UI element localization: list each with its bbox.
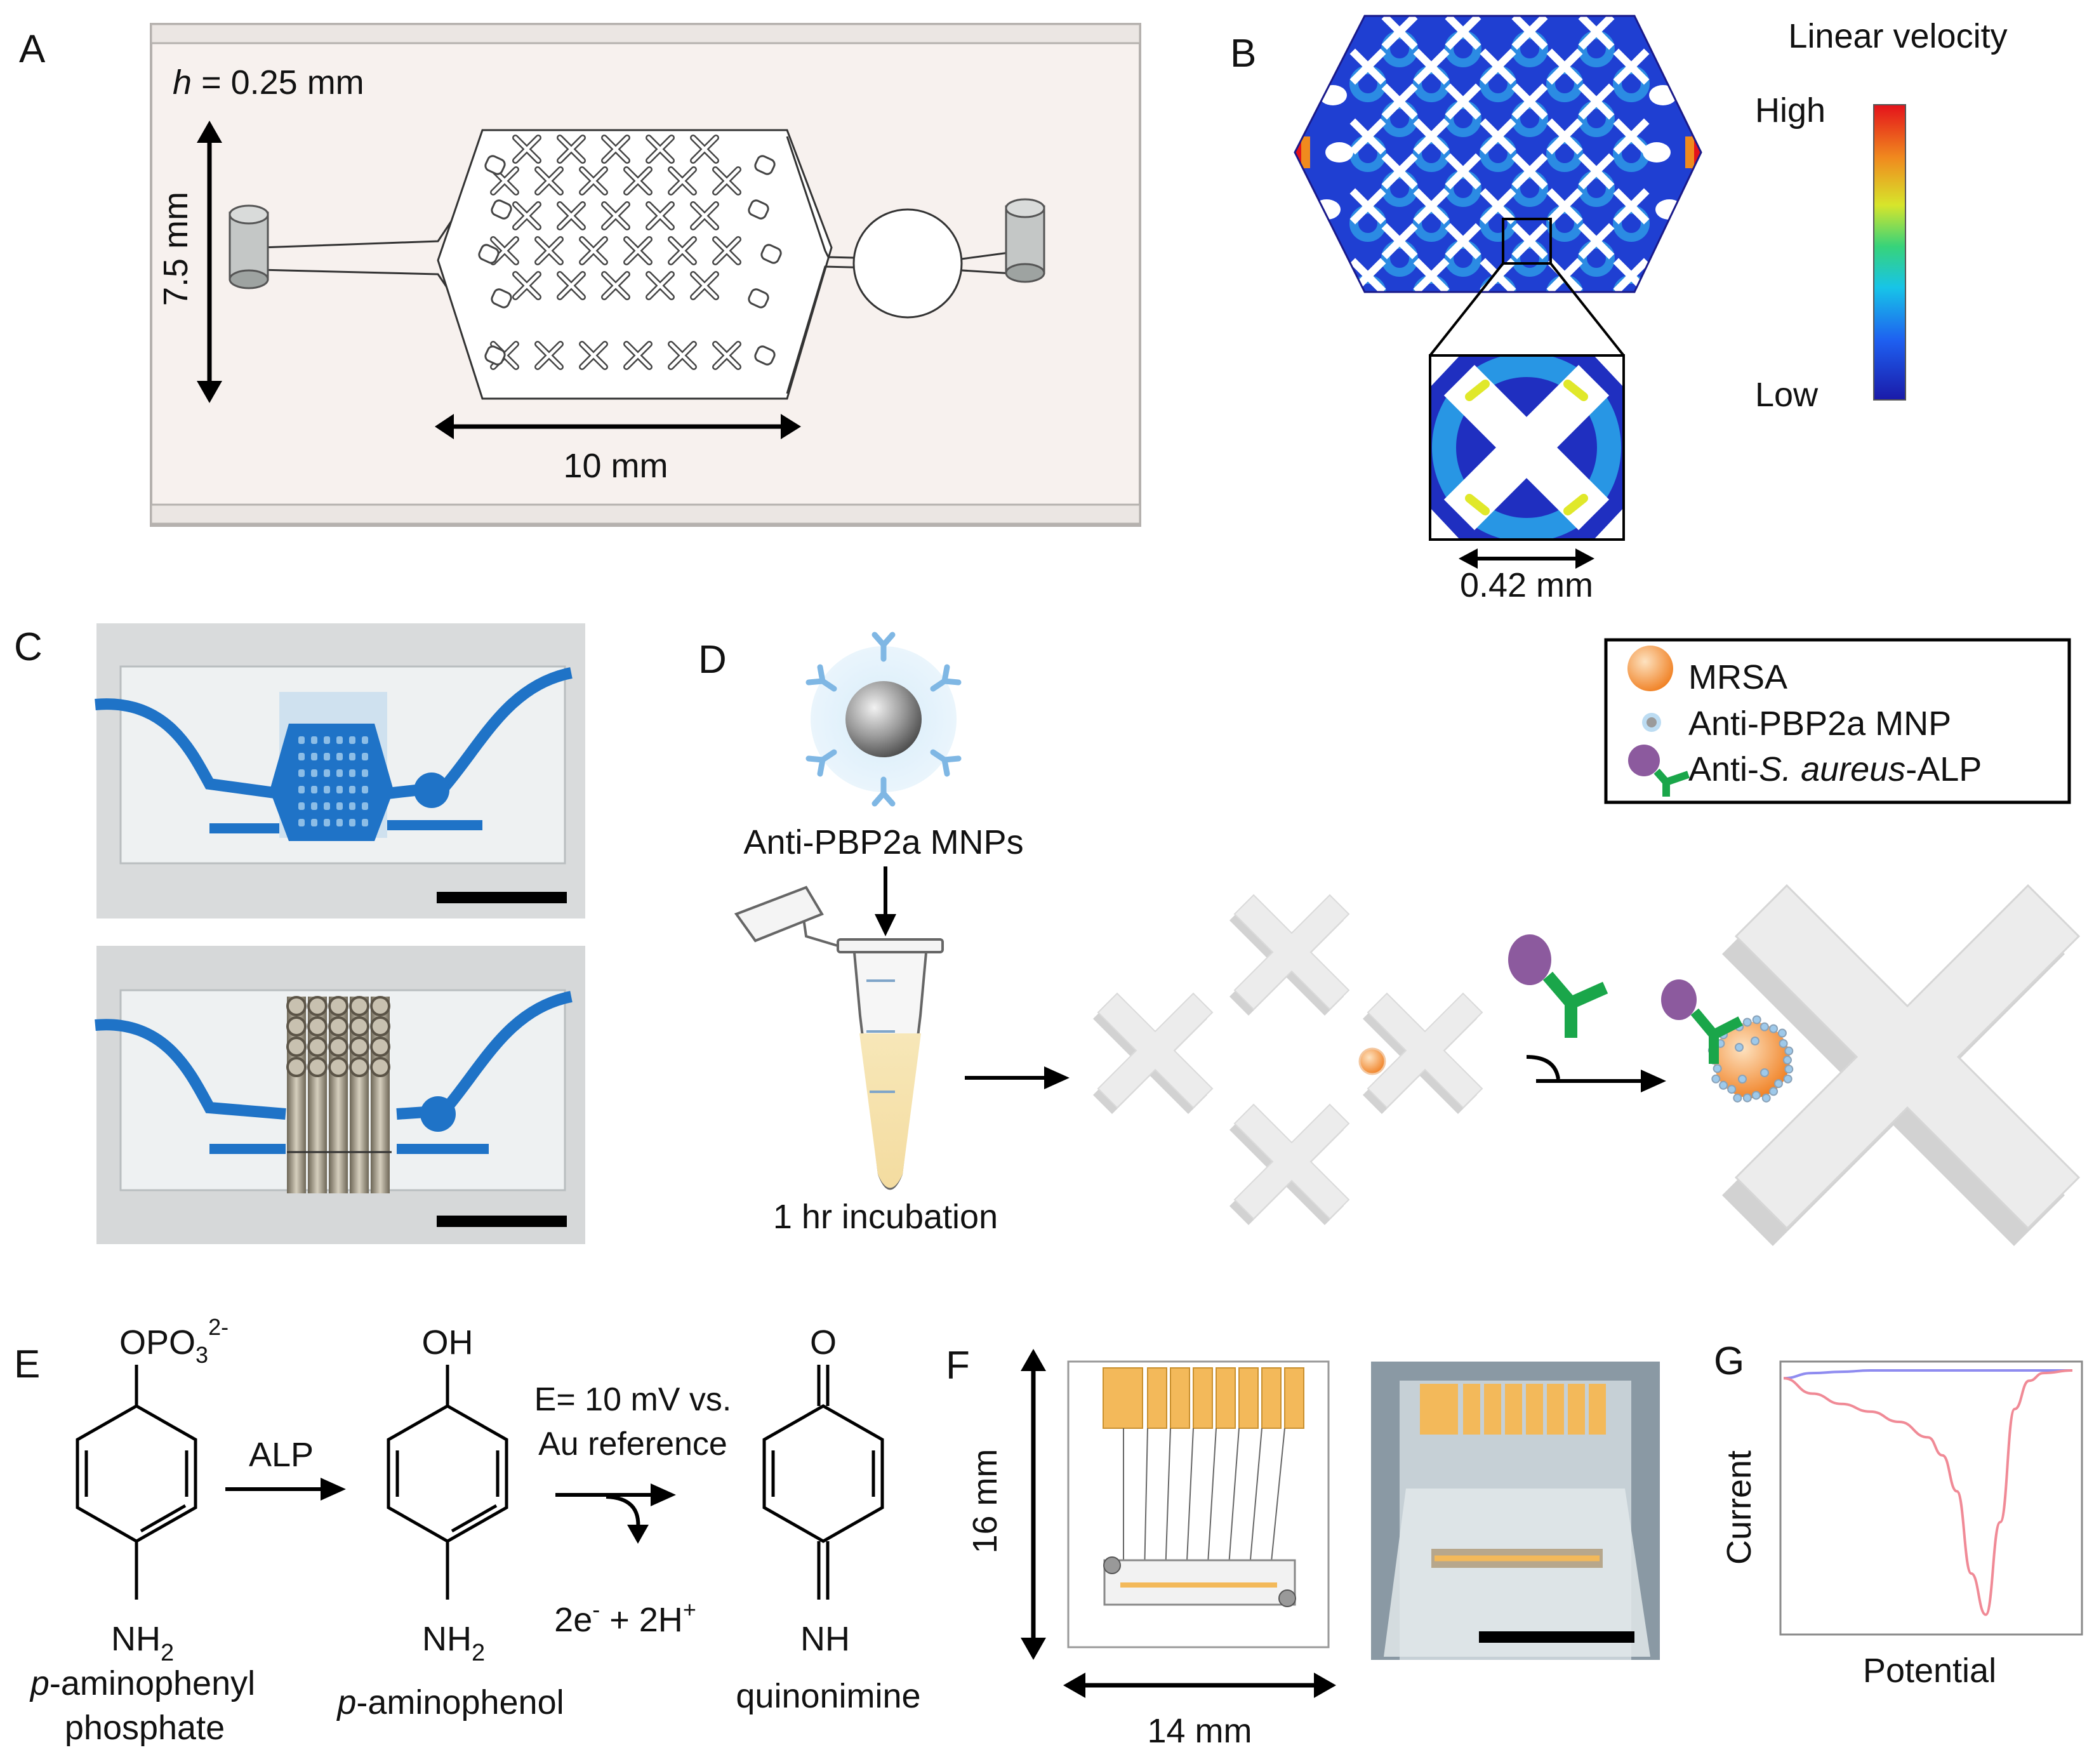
product-group: OH [422,1323,474,1362]
velocity-map-outline [1294,15,1702,293]
plot-ylabel: Current [1720,1450,1758,1565]
velocity-map [1295,16,1701,292]
colorbar-title: Linear velocity [1788,17,2007,55]
incubation-label: 1 hr incubation [773,1198,998,1236]
colorbar-low: Low [1755,376,1819,414]
substrate-name-line2: phosphate [65,1709,225,1747]
colorbar [1873,104,1906,401]
length-label: 10 mm [563,447,668,485]
height-label: h = 0.25 mm [173,63,364,102]
scale-bar-c-top [437,892,567,903]
plot-xlabel: Potential [1863,1652,1996,1690]
width-arrow-f [1063,1673,1336,1698]
tube-icon [734,885,944,1190]
antibody-alp-icon [1508,934,1608,1038]
legend-antibody-icon [1628,745,1690,797]
product-amine: NH2 [422,1620,485,1666]
panel-a: A h = 0.25 mm 7.5 mm [19,23,1141,527]
potential-line2: Au reference [538,1426,727,1462]
colorbar-high: High [1755,91,1826,129]
electrode-schematic [1067,1360,1330,1648]
legend-mrsa-icon [1627,646,1673,691]
big-pillar [1722,884,2081,1246]
length-arrow [435,414,801,439]
height-arrow-f [1021,1349,1046,1660]
zoom-line-left [1429,262,1504,357]
mnp-icon [805,632,962,807]
outlet-port-icon [1005,198,1045,283]
plot-frame [1779,1360,2083,1636]
down-arrow [875,866,896,936]
panel-label-g: G [1714,1339,1744,1383]
legend-mnp-label: Anti-PBP2a MNP [1688,705,1951,743]
scale-label: 0.42 mm [1460,566,1593,604]
chamber-pillars [478,135,782,370]
legend-antibody-label: Anti-S. aureus-ALP [1688,750,1982,788]
quinonimine-ring [762,1365,884,1600]
panel-g: G Current Potential [1714,1339,2083,1690]
zoom-inset [1430,355,1624,540]
substrate-ring [76,1365,197,1600]
zoom-inset-frame [1429,354,1625,541]
potential-line1: E= 10 mV vs. [534,1381,732,1418]
zoom-box [1502,218,1552,265]
panel-d: D Anti-PBP2a MNPs [698,632,2081,1246]
legend: MRSA Anti-PBP2a MNP Anti-S. aureus-ALP [1604,638,2071,804]
legend-mnp-core [1647,717,1657,727]
series-line-1 [1783,1369,2073,1616]
enzyme-label: ALP [249,1436,314,1474]
electrons-protons: 2e- + 2H+ [554,1596,696,1639]
width-arrow [197,121,222,403]
chip-slab-bottom-edge [150,503,1141,525]
panel-f: F 16 mm 14 mm [946,1344,1660,1750]
panel-c: C [14,623,585,1244]
captured-mrsa-small [1358,1047,1386,1075]
substrate-amine: NH2 [111,1620,174,1666]
plot-series [1783,1369,2073,1616]
process-arrow-2 [1526,1055,1666,1092]
photo-device-top [95,623,585,918]
panel-label-a: A [19,27,46,71]
product-name: p-aminophenol [336,1683,564,1721]
scale-bar-c-bottom [437,1216,567,1227]
oxidation-arrow [555,1483,676,1544]
process-arrow-1 [965,1066,1070,1089]
series-line-0 [1783,1369,2072,1380]
scale-arrow [1459,548,1594,569]
captured-mrsa-complex [1661,979,1794,1103]
height-label-f: 16 mm [966,1449,1004,1553]
mnp-label: Anti-PBP2a MNPs [743,823,1023,861]
electrode-photo [1371,1362,1660,1660]
panel-e: E OPO32- NH2 p-aminophenyl phosphate ALP… [14,1314,921,1747]
legend-mrsa-label: MRSA [1688,658,1787,696]
oxidized-group: O [810,1323,837,1362]
oxidized-amine: NH [800,1620,850,1658]
width-label: 7.5 mm [157,192,195,306]
panel-label-c: C [14,625,43,669]
substrate-group: OPO32- [119,1314,229,1368]
detection-chamber [852,208,963,319]
pillar-crosses [1093,894,1483,1225]
panel-label-b: B [1230,32,1256,76]
panel-label-f: F [946,1344,970,1388]
inlet-port-icon [229,204,269,289]
scale-bar-f [1479,1631,1634,1643]
photo-device-magnets [95,946,585,1244]
capture-chamber-outline [437,129,833,400]
zoom-line-right [1549,262,1625,357]
panel-label-e: E [14,1343,40,1386]
oxidized-name: quinonimine [736,1677,920,1715]
panel-label-d: D [698,638,727,682]
panel-b: B [1230,15,2008,604]
substrate-name-line1: p-aminophenyl [29,1664,255,1702]
width-label-f: 14 mm [1147,1712,1252,1750]
enzyme-arrow [225,1478,346,1501]
product-ring [387,1365,508,1600]
chip-slab-top-edge [150,23,1141,44]
